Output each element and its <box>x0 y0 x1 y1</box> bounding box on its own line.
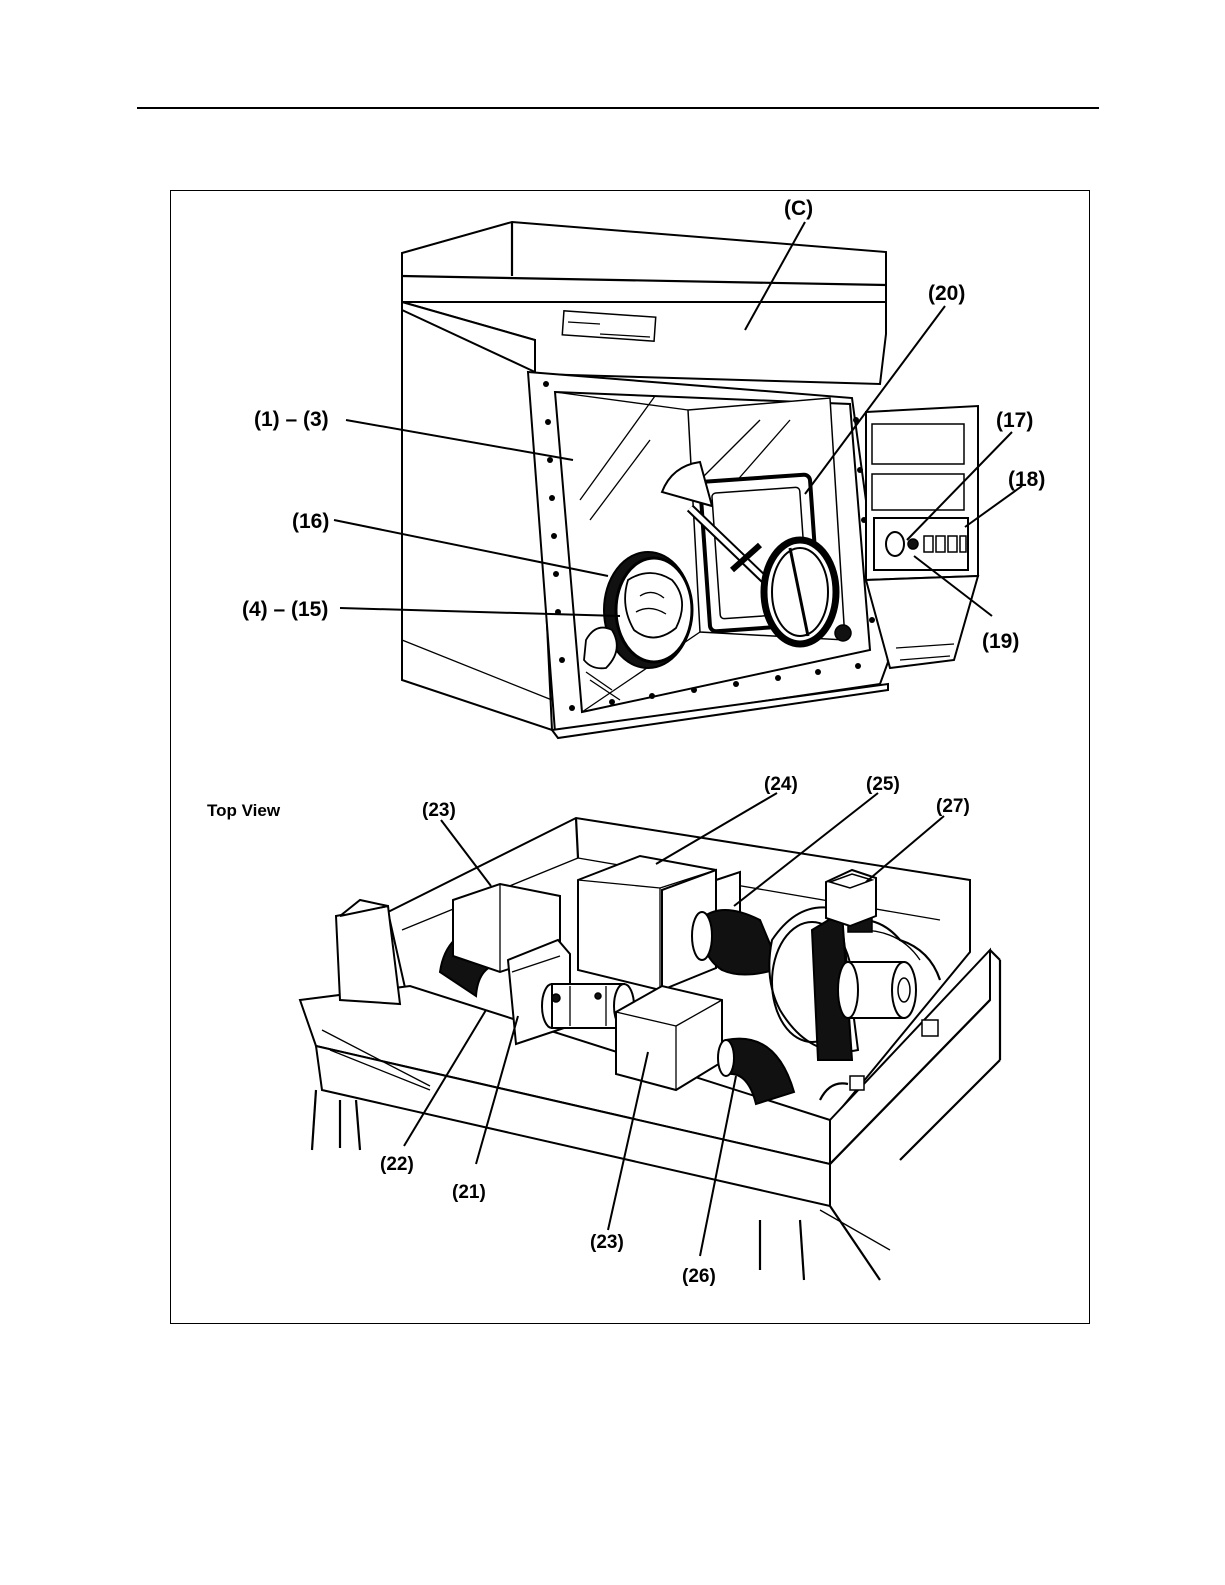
callout-22: (22) <box>380 1154 414 1175</box>
callout-26: (26) <box>682 1266 716 1287</box>
callout-c: (C) <box>784 197 813 220</box>
callout-18: (18) <box>1008 468 1045 491</box>
callout-19: (19) <box>982 630 1019 653</box>
callout-23-upper: (23) <box>422 800 456 821</box>
glovebox-cabinet <box>402 222 978 738</box>
callout-24: (24) <box>764 774 798 795</box>
callout-21: (21) <box>452 1182 486 1203</box>
callout-27: (27) <box>936 796 970 817</box>
callout-20: (20) <box>928 282 965 305</box>
callout-16: (16) <box>292 510 329 533</box>
callout-25: (25) <box>866 774 900 795</box>
callout-23-lower: (23) <box>590 1232 624 1253</box>
callout-4-15: (4) – (15) <box>242 598 328 621</box>
callout-1-3: (1) – (3) <box>254 408 329 431</box>
top-view-label: Top View <box>207 801 281 820</box>
callout-17: (17) <box>996 409 1033 432</box>
top-view-assembly <box>300 818 1000 1280</box>
